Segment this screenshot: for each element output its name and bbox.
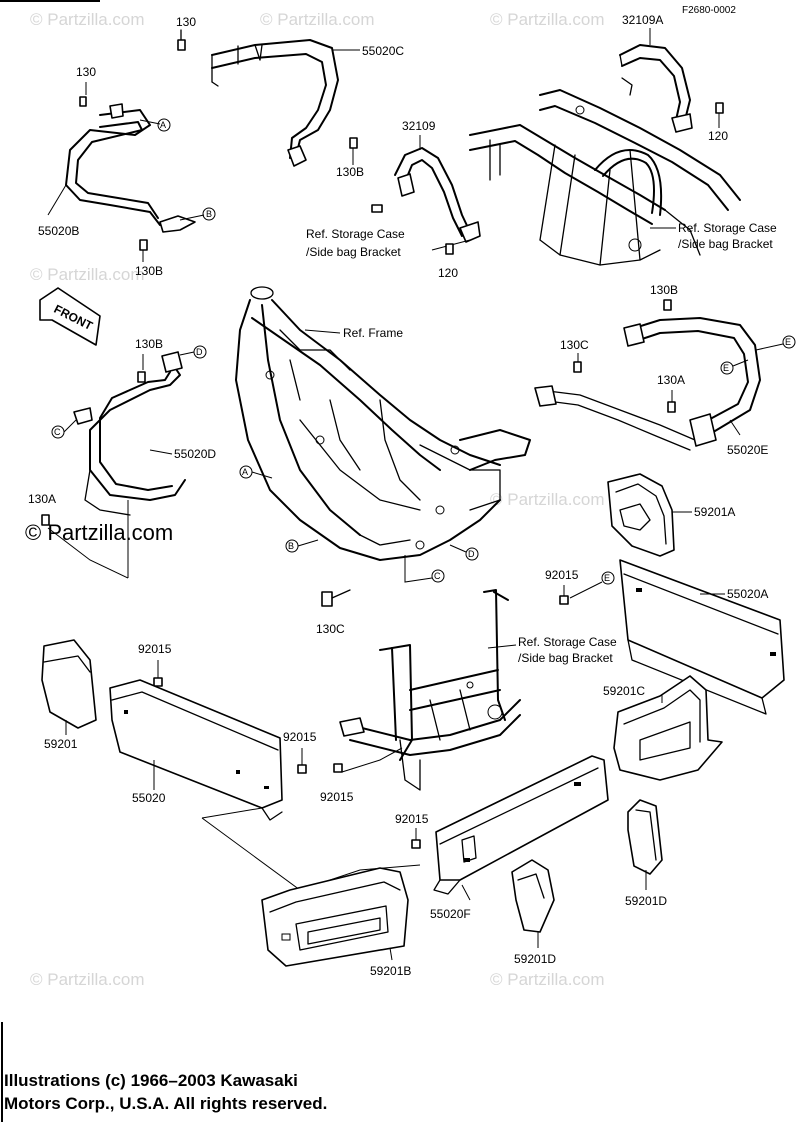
label-55020A: 55020A (727, 587, 768, 601)
label-92015-d: 92015 (283, 730, 317, 744)
watermark-1: © Partzilla.com (30, 10, 145, 29)
callout-E-2: E (723, 363, 729, 373)
front-arrow-icon: FRONT (39, 287, 101, 346)
ref-storage-2-l1: Ref. Storage Case (678, 221, 777, 235)
top-border-rule (0, 0, 100, 2)
part-55020D-drawing: 130B D C 55020D 130A (28, 337, 216, 579)
ref-frame: Ref. Frame (343, 326, 403, 340)
part-59201B-drawing: 59201B (261, 867, 411, 978)
part-59201D-right-drawing: 59201D (625, 799, 667, 908)
label-92015-b: 92015 (138, 642, 172, 656)
part-55020C-drawing: 55020C (211, 39, 404, 167)
label-32109: 32109 (402, 119, 436, 133)
ref-storage-3-l1: Ref. Storage Case (518, 635, 617, 649)
label-55020E: 55020E (727, 443, 768, 457)
label-59201: 59201 (44, 737, 78, 751)
label-130B-a: 130B (135, 264, 163, 278)
copyright-line-2: Motors Corp., U.S.A. All rights reserved… (4, 1094, 328, 1113)
part-59201D-center-drawing: 59201D (511, 859, 556, 966)
part-55020-drawing: 92015 55020 92015 (109, 642, 421, 891)
part-59201C-drawing: 59201C (603, 675, 723, 781)
label-59201D-a: 59201D (625, 894, 667, 908)
label-130B-b: 130B (336, 165, 364, 179)
callout-A-1: A (160, 120, 166, 130)
label-59201D-b: 59201D (514, 952, 556, 966)
part-59201-drawing: 59201 (41, 639, 97, 751)
part-55020B-drawing: 130 A B 130B 55020B (38, 65, 216, 278)
watermark-4: © Partzilla.com (30, 265, 145, 284)
label-130B-c: 130B (135, 337, 163, 351)
watermark-3: © Partzilla.com (490, 10, 605, 29)
label-59201A: 59201A (694, 505, 735, 519)
label-130A-a: 130A (28, 492, 56, 506)
callout-C-1: C (54, 427, 61, 437)
callout-D-2: D (468, 549, 475, 559)
label-130A-b: 130A (657, 373, 685, 387)
label-130-a: 130 (176, 15, 196, 29)
watermark-7: © Partzilla.com (490, 970, 605, 989)
callout-C-2: C (434, 571, 441, 581)
label-130-b: 130 (76, 65, 96, 79)
part-55020F-drawing: 92015 55020F (395, 755, 609, 921)
watermark-5: © Partzilla.com (490, 490, 605, 509)
label-130C-a: 130C (316, 622, 345, 636)
part-55020E-drawing: 130B 130C 130A E E 55020E (534, 283, 796, 457)
part-32109A-drawing: 32109A 120 (619, 13, 728, 143)
watermark-2: © Partzilla.com (260, 10, 375, 29)
callout-D-1: D (196, 347, 203, 357)
label-92015-e: 92015 (395, 812, 429, 826)
ref-storage-1-l1: Ref. Storage Case (306, 227, 405, 241)
label-59201C: 59201C (603, 684, 645, 698)
frame-drawing: Ref. Frame A B D C 130C (235, 286, 531, 636)
callout-A-2: A (242, 467, 248, 477)
ref-storage-1-l2: /Side bag Bracket (306, 245, 401, 259)
copyright-line-1: Illustrations (c) 1966–2003 Kawasaki (4, 1071, 298, 1090)
label-92015-a: 92015 (545, 568, 579, 582)
part-130-top: 130 (176, 15, 196, 51)
storage-bracket-center: Ref. Storage Case /Side bag Bracket 9201… (320, 589, 617, 804)
label-55020C: 55020C (362, 44, 404, 58)
label-130C-b: 130C (560, 338, 589, 352)
label-55020: 55020 (132, 791, 166, 805)
part-55020A-drawing: 92015 E 55020A (545, 559, 785, 715)
label-130B-d: 130B (650, 283, 678, 297)
label-55020F: 55020F (430, 907, 471, 921)
watermarks: © Partzilla.com © Partzilla.com © Partzi… (25, 10, 605, 989)
label-59201B: 59201B (370, 964, 411, 978)
ref-storage-2-l2: /Side bag Bracket (678, 237, 773, 251)
diagram-code: F2680-0002 (682, 5, 736, 16)
label-120-a: 120 (708, 129, 728, 143)
label-55020B: 55020B (38, 224, 79, 238)
left-border-rule (1, 1022, 3, 1122)
ref-storage-3-l2: /Side bag Bracket (518, 651, 613, 665)
label-55020D: 55020D (174, 447, 216, 461)
part-59201A-drawing: 59201A (607, 473, 735, 557)
label-92015-c: 92015 (320, 790, 354, 804)
label-120-b: 120 (438, 266, 458, 280)
part-32109-drawing: 32109 130B Ref. Storage Case /Side bag B… (306, 119, 481, 280)
watermark-6: © Partzilla.com (30, 970, 145, 989)
callout-E-3: E (604, 573, 610, 583)
label-32109A: 32109A (622, 13, 663, 27)
storage-bracket-upper: Ref. Storage Case /Side bag Bracket (469, 89, 777, 266)
callout-B-1: B (206, 209, 212, 219)
callout-B-2: B (288, 541, 294, 551)
callout-E-1: E (785, 337, 791, 347)
